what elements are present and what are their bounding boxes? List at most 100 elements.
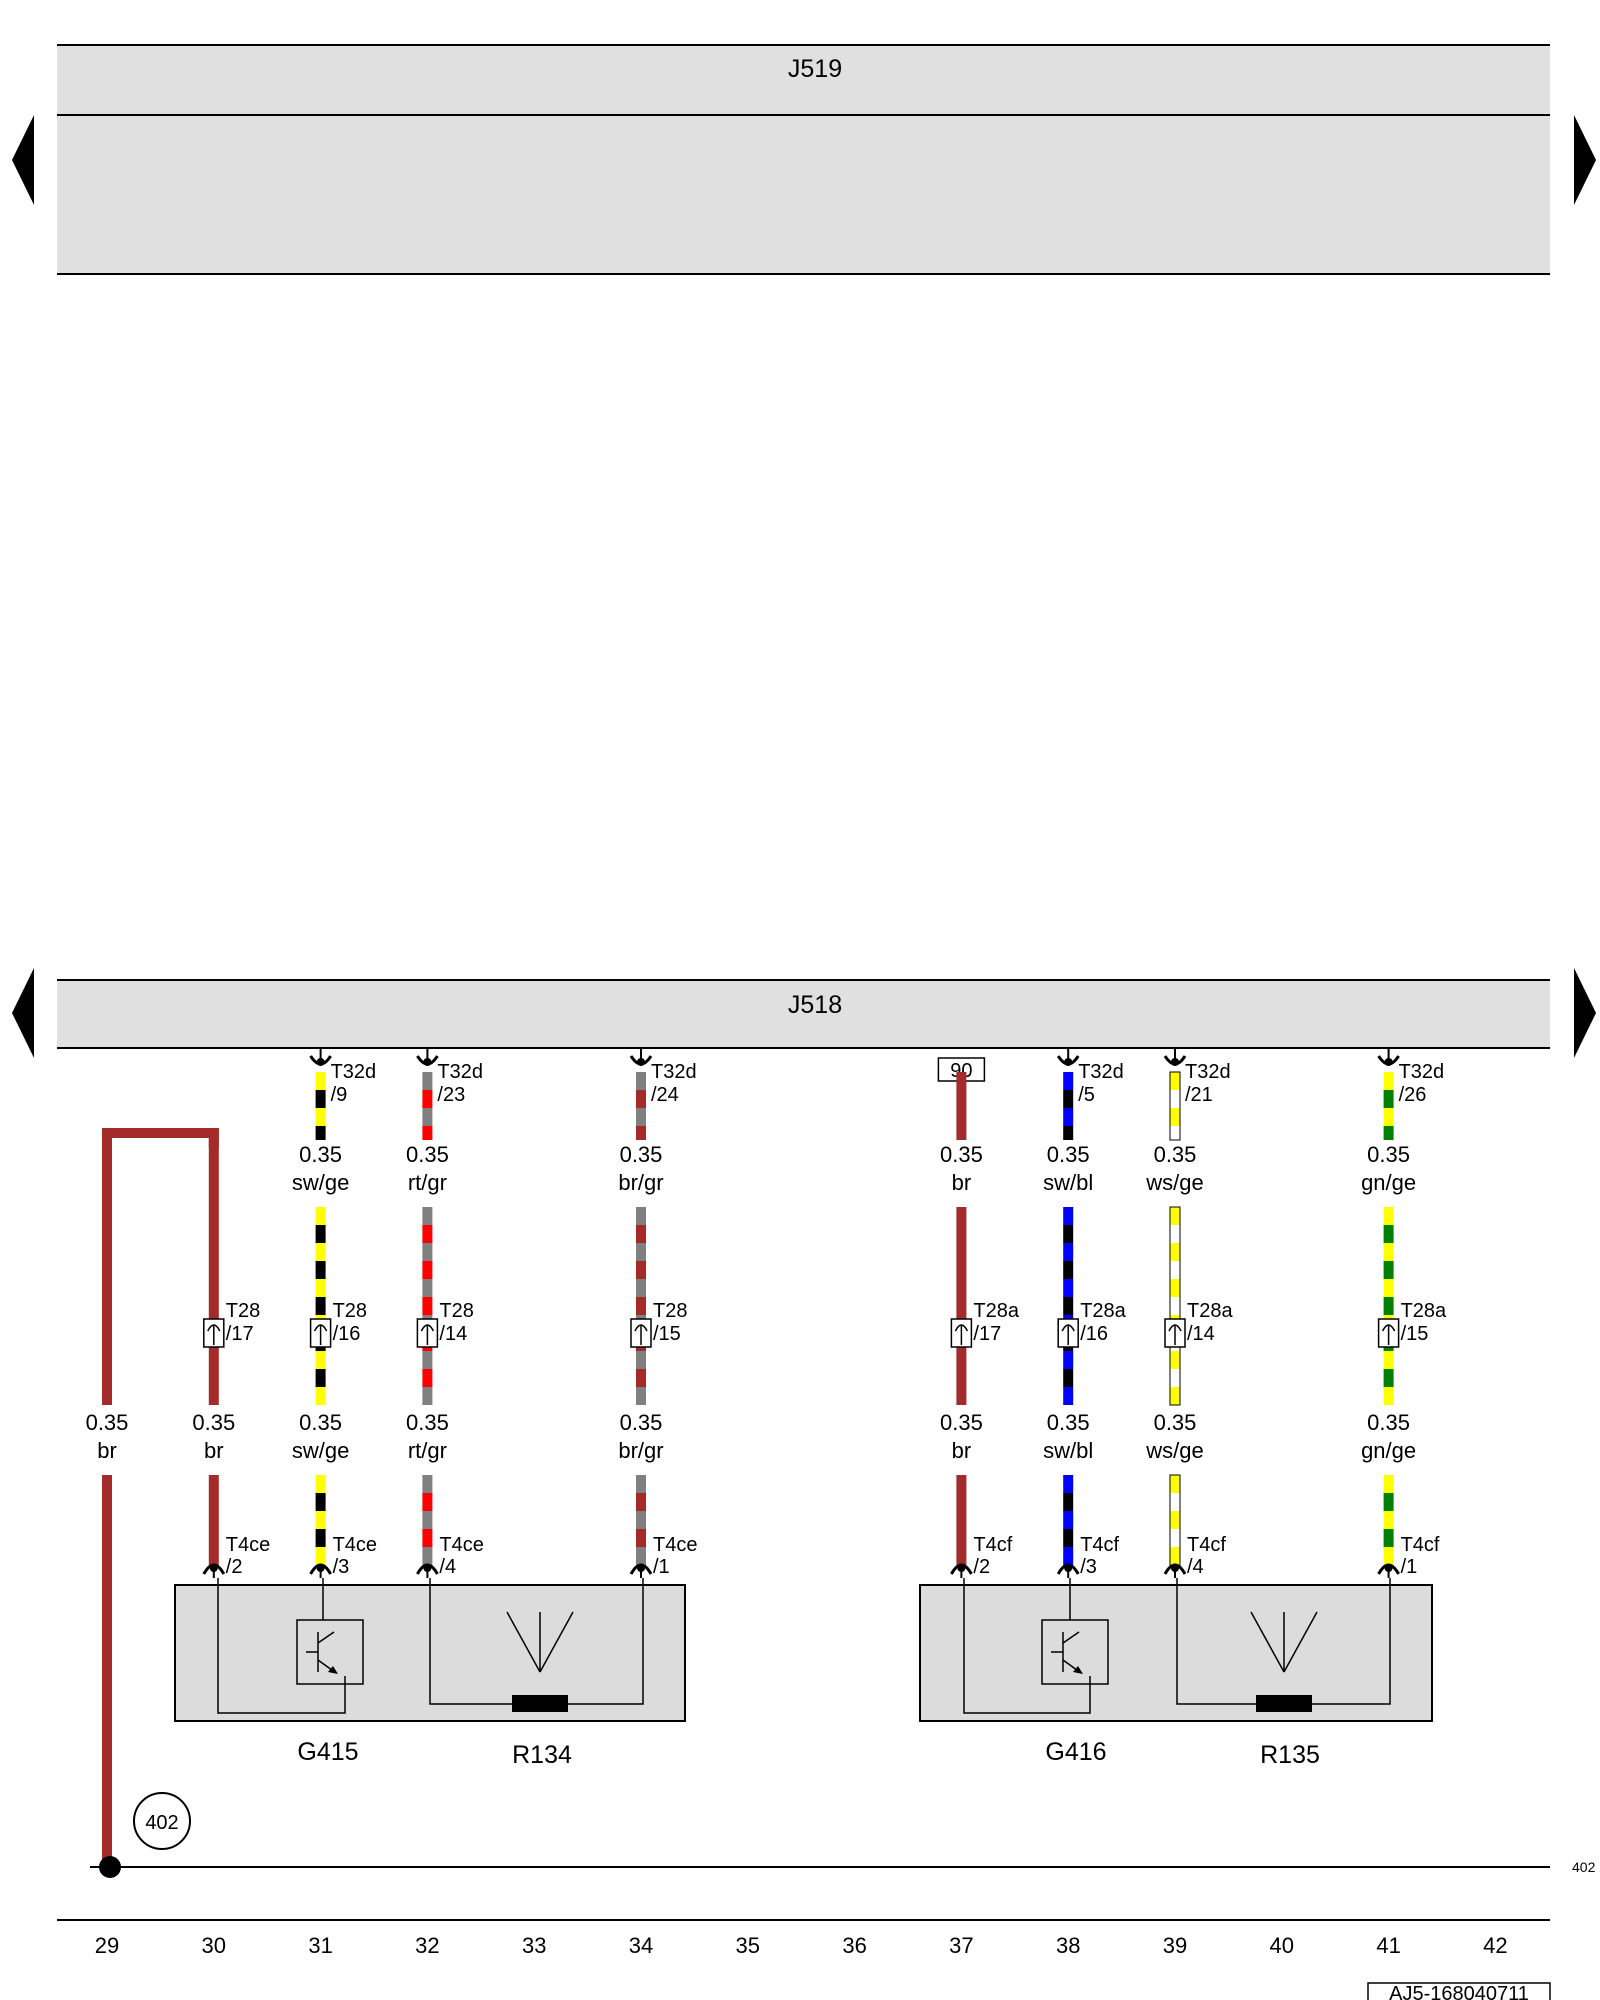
heater-r135-symbol: [1250, 1611, 1318, 1712]
wire-size-label: 0.35: [299, 1142, 342, 1167]
wire-segment: [422, 1475, 433, 1568]
ground-point-label: 402: [145, 1812, 178, 1834]
inline-connector-icon: [1377, 1318, 1400, 1348]
column-number: 39: [1163, 1933, 1187, 1958]
inline-connector-icon: [1164, 1318, 1186, 1348]
wire-size-label: 0.35: [192, 1410, 235, 1435]
column-number: 40: [1270, 1933, 1294, 1958]
drawing-id-box: AJ5-168040711: [1367, 1982, 1551, 2000]
wire-segment: [1063, 1072, 1074, 1140]
arrow-right-icon[interactable]: [1574, 968, 1596, 1058]
socket-connector-icon: [416, 1048, 439, 1066]
drawing-id: AJ5-168040711: [1389, 1983, 1529, 2000]
wire-segment: [315, 1207, 326, 1405]
wire-size-label: 0.35: [86, 1410, 129, 1435]
wire-color-label: br/gr: [618, 1438, 663, 1463]
wire-segment: [102, 1475, 112, 1867]
connector-pin-label: T32d: [651, 1061, 697, 1083]
wire-size-label: 0.35: [940, 1410, 983, 1435]
wire-color-label: gn/ge: [1361, 1170, 1416, 1195]
column-number: 32: [415, 1933, 439, 1958]
wire-segment: [1383, 1475, 1394, 1568]
inline-connector-icon: [630, 1318, 652, 1348]
socket-connector-icon: [1163, 1563, 1187, 1578]
wire-segment: [1383, 1072, 1394, 1140]
wire-size-label: 0.35: [1154, 1410, 1197, 1435]
socket-connector-icon: [629, 1563, 653, 1578]
socket-connector-icon: [416, 1563, 439, 1578]
inline-pin-label: T28a: [1080, 1300, 1126, 1322]
inline-connector-icon: [309, 1318, 332, 1348]
arrow-left-icon[interactable]: [12, 115, 34, 205]
connector-pin-label: T32d: [331, 1061, 377, 1083]
wire-size-label: 0.35: [1047, 1142, 1090, 1167]
module-j518: J518: [57, 979, 1550, 1049]
arrow-left-icon[interactable]: [12, 968, 34, 1058]
connector-pin-label: T32d: [1399, 1061, 1445, 1083]
component-r134-label: R134: [512, 1741, 572, 1769]
socket-connector-icon: [950, 1563, 973, 1578]
wire-size-label: 0.35: [406, 1142, 449, 1167]
pin-number: /3: [1080, 1556, 1097, 1578]
wire-size-label: 0.35: [406, 1410, 449, 1435]
wire-color-label: rt/gr: [408, 1170, 447, 1195]
wire-color-label: sw/bl: [1043, 1170, 1093, 1195]
connector-pin-label: T32d: [1078, 1061, 1124, 1083]
column-number: 36: [842, 1933, 866, 1958]
module-j518-label: J518: [788, 991, 842, 1019]
wire-color-label: ws/ge: [1145, 1438, 1203, 1463]
wire-segment: [956, 1207, 967, 1405]
inline-pin-number: /16: [1080, 1323, 1108, 1345]
wire-size-label: 0.35: [940, 1142, 983, 1167]
wire-segment: [636, 1207, 646, 1405]
socket-connector-icon: [309, 1048, 332, 1066]
heater-r134-symbol: [506, 1611, 574, 1712]
wire-segment: [1169, 1474, 1181, 1569]
pin-number: /4: [439, 1556, 456, 1578]
pin-label: T4ce: [333, 1534, 377, 1556]
socket-connector-icon: [1377, 1048, 1400, 1066]
inline-pin-label: T28a: [1401, 1300, 1447, 1322]
wire-segment: [422, 1207, 433, 1405]
wire-size-label: 0.35: [620, 1142, 663, 1167]
connector-pin-number: /5: [1078, 1084, 1095, 1106]
connector-pin-number: /23: [437, 1084, 465, 1106]
component-r135-label: R135: [1260, 1741, 1320, 1769]
wire-size-label: 0.35: [1367, 1410, 1410, 1435]
wire-segment: [636, 1475, 646, 1568]
pin-number: /4: [1187, 1556, 1204, 1578]
wire-color-label: br: [952, 1438, 972, 1463]
inline-pin-number: /15: [1401, 1323, 1429, 1345]
wire-segment: [208, 1475, 219, 1568]
column-number: 31: [308, 1933, 332, 1958]
wire-color-label: sw/bl: [1043, 1438, 1093, 1463]
inline-pin-number: /14: [439, 1323, 467, 1345]
wire-color-label: br: [952, 1170, 972, 1195]
wire-color-label: sw/ge: [292, 1170, 349, 1195]
inline-pin-number: /15: [653, 1323, 681, 1345]
wire-color-label: sw/ge: [292, 1438, 349, 1463]
column-number: 34: [629, 1933, 653, 1958]
wire-size-label: 0.35: [299, 1410, 342, 1435]
wire-segment: [422, 1072, 433, 1140]
inline-pin-label: T28a: [1187, 1300, 1233, 1322]
inline-pin-number: /16: [333, 1323, 361, 1345]
connector-pin-label: T32d: [437, 1061, 483, 1083]
wire-color-label: gn/ge: [1361, 1438, 1416, 1463]
inline-connector-icon: [203, 1318, 225, 1348]
wires-layer: 0.35brT28/170.35brT4ce/2T32d/90.35sw/geT…: [86, 1048, 1447, 1867]
inline-pin-label: T28: [226, 1300, 260, 1322]
wire-segment: [208, 1130, 219, 1405]
arrow-right-icon[interactable]: [1574, 115, 1596, 205]
column-number: 42: [1483, 1933, 1507, 1958]
component-housing-left: [174, 1578, 686, 1722]
wire-size-label: 0.35: [620, 1410, 663, 1435]
column-number: 30: [202, 1933, 226, 1958]
socket-connector-icon: [1377, 1563, 1400, 1578]
